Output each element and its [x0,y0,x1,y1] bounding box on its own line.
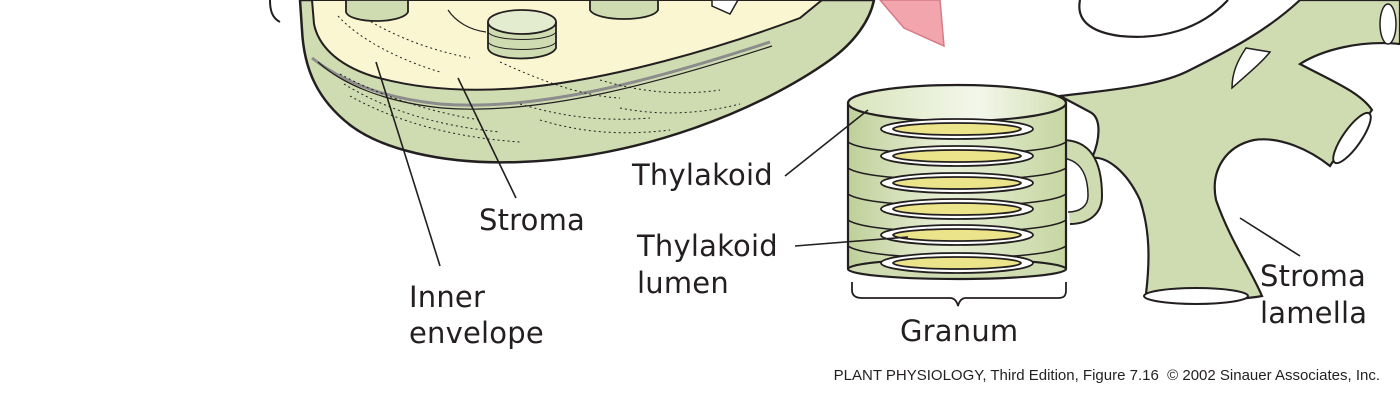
credit-edition-figure: , Third Edition, Figure 7.16 [982,367,1159,384]
zoom-arrow [879,0,945,48]
credit-book-title: PLANT PHYSIOLOGY [833,367,983,384]
label-thylakoid: Thylakoid [632,158,773,192]
label-stroma-lamella-line2: lamella [1260,296,1368,330]
grana-stacks [345,0,739,60]
label-inner-envelope-line2: envelope [409,316,544,350]
label-inner-envelope-line1: Inner [409,280,486,314]
label-thylakoid-lumen-line2: lumen [637,266,729,300]
chloroplast-body [269,0,876,164]
thylakoid-lumens [880,118,1034,274]
label-granum: Granum [900,314,1019,348]
label-stroma: Stroma [479,203,586,237]
figure-credit: PLANT PHYSIOLOGY, Third Edition, Figure … [834,367,1380,384]
granum-bracket [851,282,1067,307]
granum-stack [846,83,1104,281]
label-stroma-lamella-line1: Stroma [1260,259,1367,293]
leader-lines [375,61,1301,267]
credit-copyright: © 2002 Sinauer Associates, Inc. [1167,367,1380,384]
label-thylakoid-lumen-line1: Thylakoid [637,229,778,263]
stroma-lamella-network [1056,0,1400,305]
